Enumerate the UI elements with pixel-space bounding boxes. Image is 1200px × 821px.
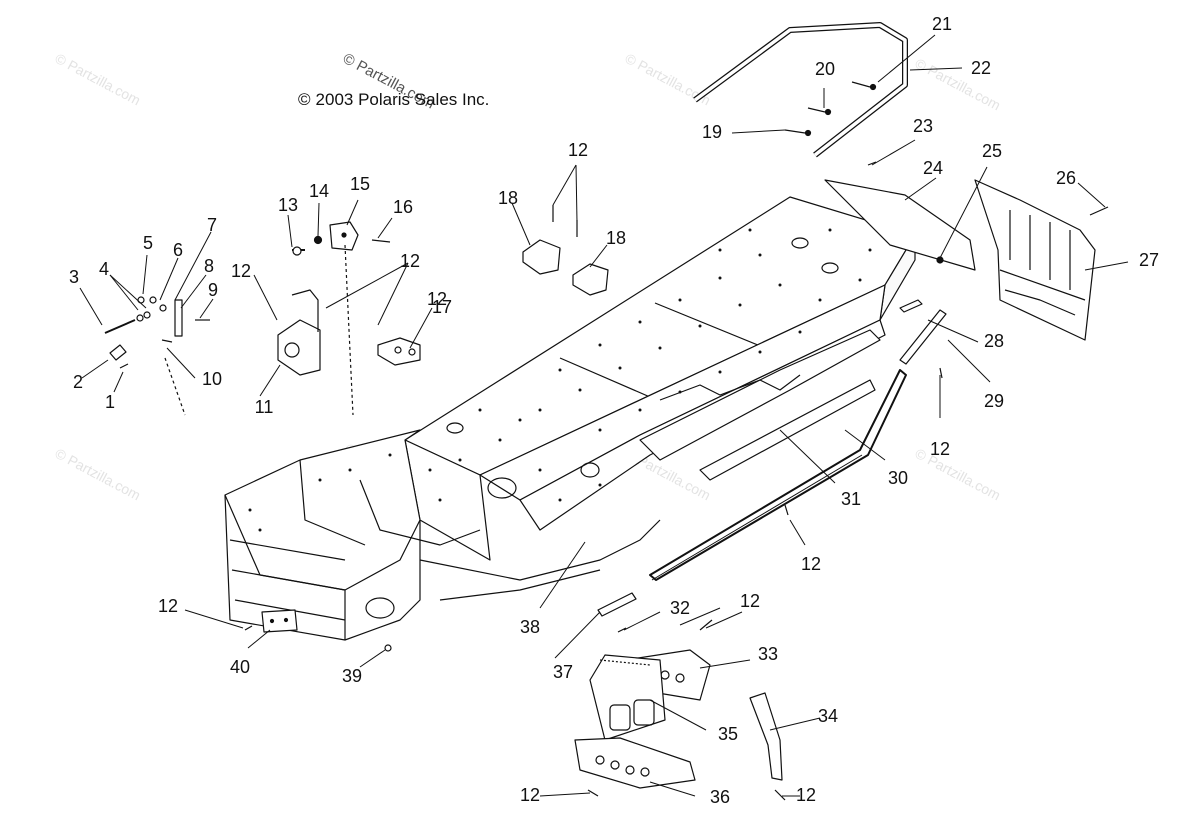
rod-37: [597, 592, 637, 617]
snow-flap-screw: [1089, 206, 1109, 216]
copyright-symbol: ©: [298, 90, 311, 109]
callout-2: 2: [73, 372, 83, 392]
plate-40: [261, 609, 298, 633]
panel-35: [589, 654, 666, 741]
callout-19: 19: [702, 122, 722, 142]
callout-18: 18: [606, 228, 626, 248]
callout-24: 24: [923, 158, 943, 178]
running-board-trim: [649, 369, 907, 581]
callout-38: 38: [520, 617, 540, 637]
callout-16: 16: [393, 197, 413, 217]
callout-12: 12: [740, 591, 760, 611]
callout-14: 14: [309, 181, 329, 201]
callout-18: 18: [498, 188, 518, 208]
callout-3: 3: [69, 267, 79, 287]
callout-27: 27: [1139, 250, 1159, 270]
copyright-text: 2003 Polaris Sales Inc.: [315, 90, 490, 109]
copyright-notice: ©2003 Polaris Sales Inc.: [298, 90, 489, 110]
callout-28: 28: [984, 331, 1004, 351]
callout-26: 26: [1056, 168, 1076, 188]
callout-23: 23: [913, 116, 933, 136]
callout-32: 32: [670, 598, 690, 618]
callout-12: 12: [400, 251, 420, 271]
bracket-15: [329, 221, 359, 251]
callout-37: 37: [553, 662, 573, 682]
callout-1: 1: [105, 392, 115, 412]
callout-12: 12: [427, 289, 447, 309]
left-hardware: [104, 296, 210, 416]
callout-4: 4: [99, 259, 109, 279]
callout-34: 34: [818, 706, 838, 726]
callout-5: 5: [143, 233, 153, 253]
callout-21: 21: [932, 14, 952, 34]
callout-33: 33: [758, 644, 778, 664]
bracket-17: [377, 337, 421, 366]
callout-12: 12: [231, 261, 251, 281]
bumper-bolts: [784, 81, 877, 137]
trim-strip: [899, 299, 923, 313]
snow-flap: [974, 179, 1096, 341]
callout-39: 39: [342, 666, 362, 686]
callout-20: 20: [815, 59, 835, 79]
mount-18-right: [572, 263, 609, 296]
callout-7: 7: [207, 215, 217, 235]
chassis-tunnel: [224, 196, 916, 641]
callout-29: 29: [984, 391, 1004, 411]
callout-22: 22: [971, 58, 991, 78]
callout-36: 36: [710, 787, 730, 807]
callout-13: 13: [278, 195, 298, 215]
callout-30: 30: [888, 468, 908, 488]
callout-35: 35: [718, 724, 738, 744]
callout-40: 40: [230, 657, 250, 677]
callout-12: 12: [796, 785, 816, 805]
callout-15: 15: [350, 174, 370, 194]
rear-panel: [824, 179, 976, 271]
strap-34: [749, 692, 783, 781]
mount-18-left: [522, 239, 561, 275]
callout-12: 12: [520, 785, 540, 805]
callout-12: 12: [568, 140, 588, 160]
callout-12: 12: [158, 596, 178, 616]
rear-bumper: [693, 22, 908, 158]
callout-12: 12: [801, 554, 821, 574]
callout-6: 6: [173, 240, 183, 260]
callout-9: 9: [208, 280, 218, 300]
bracket-11: [277, 289, 321, 376]
callout-12: 12: [930, 439, 950, 459]
callout-10: 10: [202, 369, 222, 389]
callout-25: 25: [982, 141, 1002, 161]
panel-36: [574, 737, 696, 789]
callout-17: 17: [432, 297, 452, 317]
callout-11: 11: [255, 397, 274, 417]
callout-31: 31: [841, 489, 861, 509]
callout-8: 8: [204, 256, 214, 276]
rear-rail: [899, 309, 947, 365]
